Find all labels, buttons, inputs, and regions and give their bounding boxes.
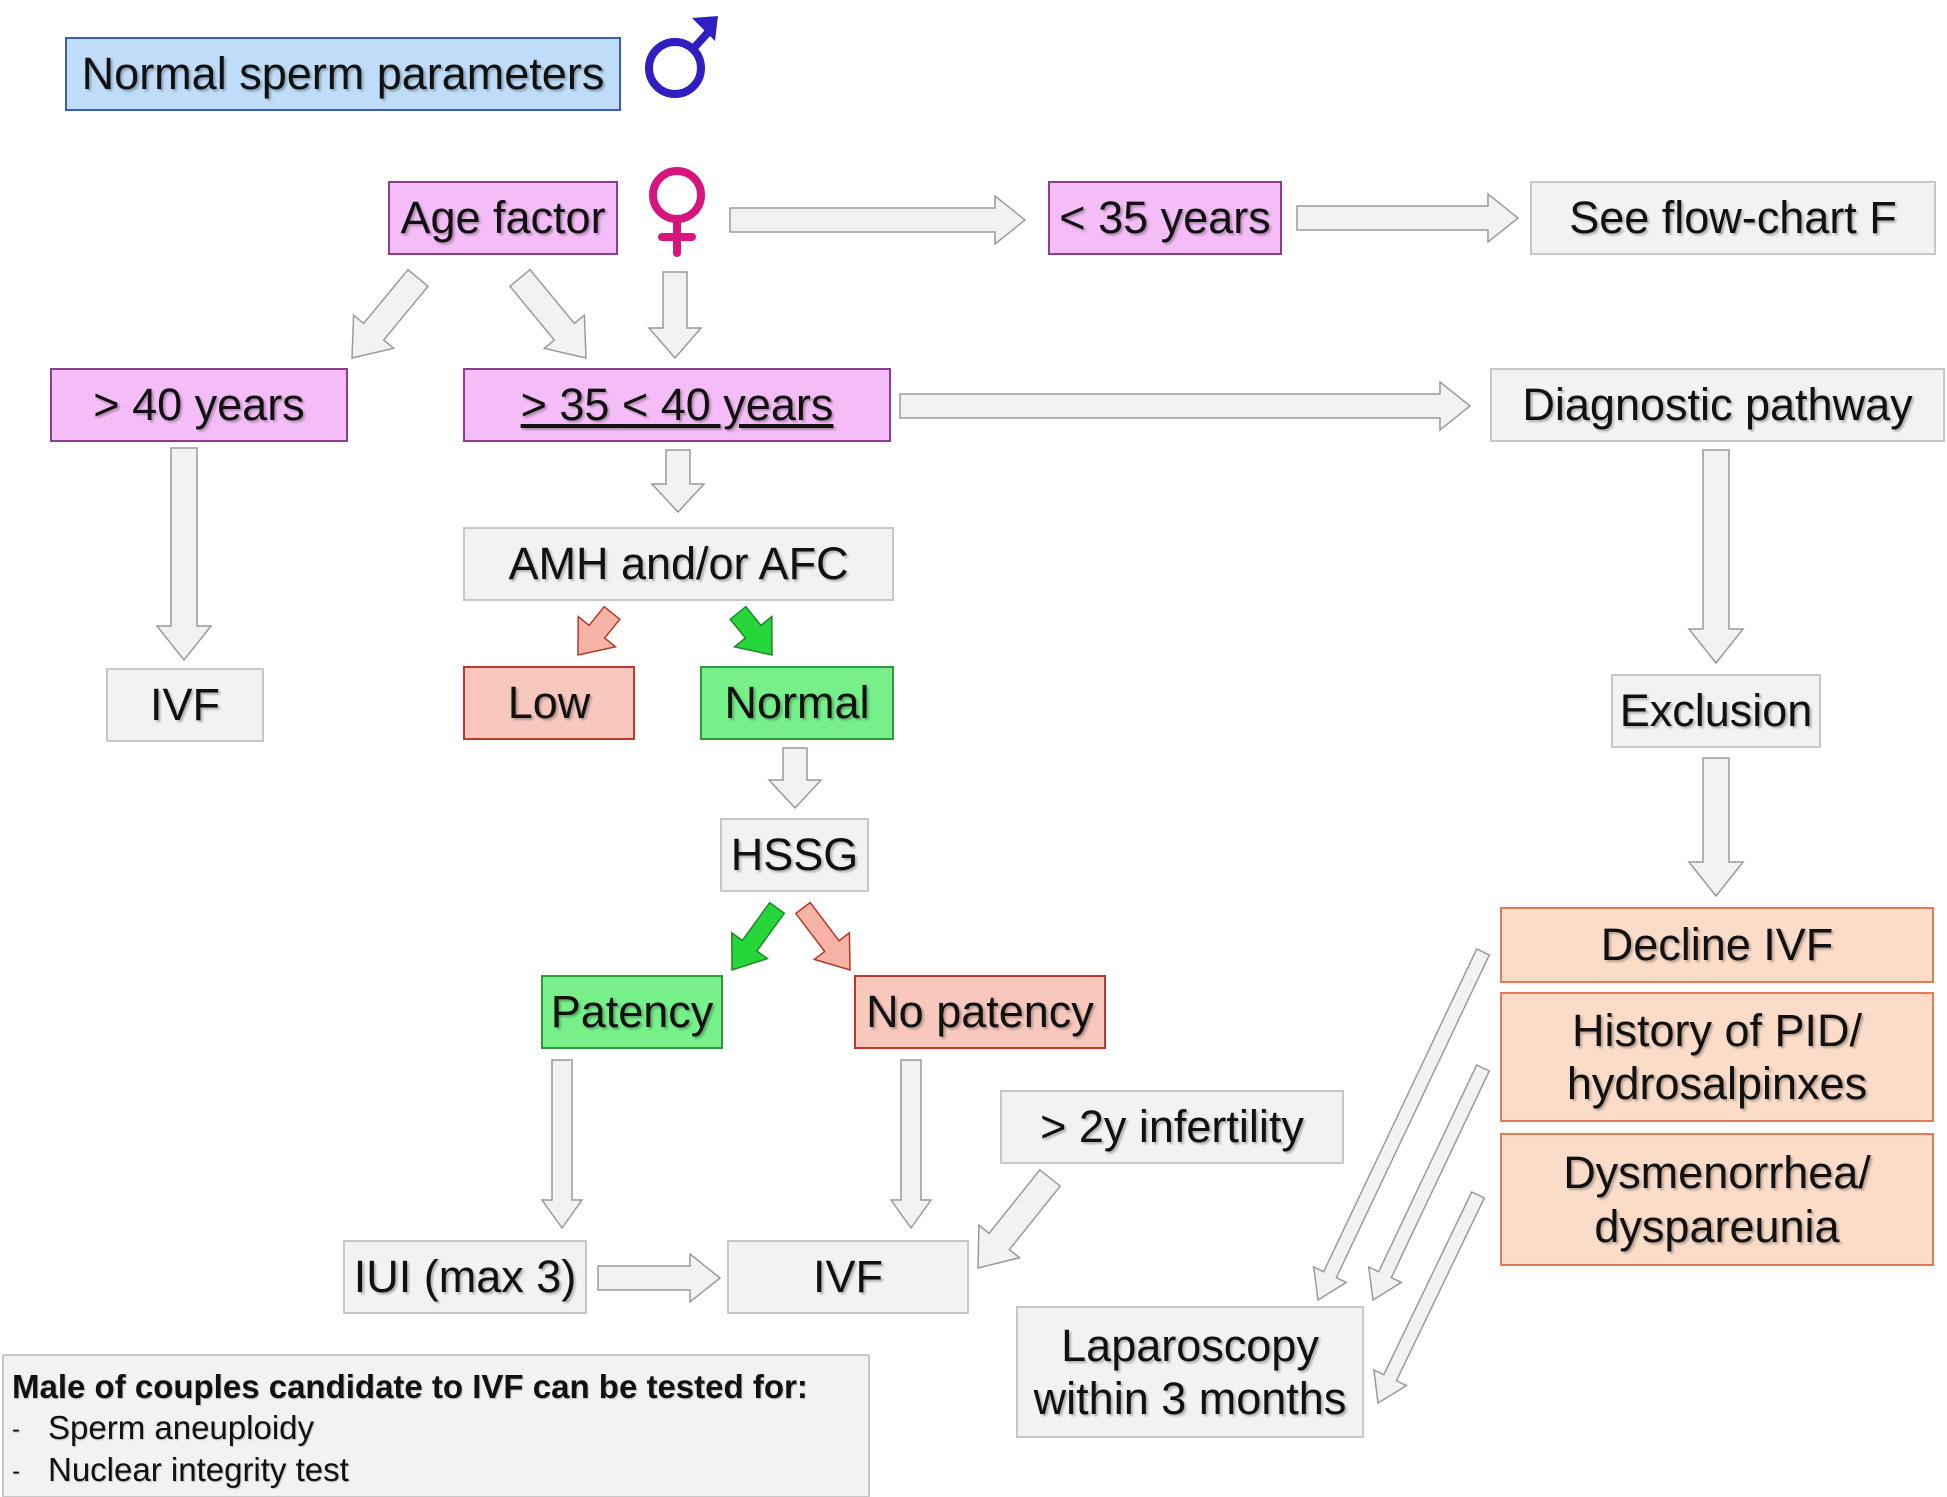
age-factor-label: Age factor xyxy=(400,192,606,244)
arrow-hssg-to-patency xyxy=(731,901,786,972)
decline-ivf-box: Decline IVF xyxy=(1500,907,1934,983)
iui-label: IUI (max 3) xyxy=(353,1251,577,1303)
dysmenorrhea-box: Dysmenorrhea/ dyspareunia xyxy=(1500,1133,1934,1266)
iui-box: IUI (max 3) xyxy=(343,1240,587,1314)
normal-box: Normal xyxy=(700,666,894,740)
under-35-box: < 35 years xyxy=(1048,181,1282,255)
under-35-label: < 35 years xyxy=(1059,192,1271,244)
age-factor-box: Age factor xyxy=(388,181,618,255)
arrow-35-40-to-diagnostic xyxy=(899,380,1472,432)
arrow-decline-to-laparoscopy xyxy=(1312,947,1491,1302)
over-40-box: > 40 years xyxy=(50,368,348,442)
pid-box: History of PID/ hydrosalpinxes xyxy=(1500,992,1934,1122)
low-box: Low xyxy=(463,666,635,740)
no-patency-box: No patency xyxy=(854,975,1106,1049)
exclusion-box: Exclusion xyxy=(1611,674,1821,748)
ivf-bottom-label: IVF xyxy=(812,1251,883,1303)
see-flowchart-box: See flow-chart F xyxy=(1530,181,1936,255)
low-label: Low xyxy=(507,677,591,729)
arrow-exclusion-to-decline xyxy=(1687,757,1745,898)
laparoscopy-label-line2: within 3 months xyxy=(1033,1373,1347,1424)
note-item: -Sperm aneuploidy xyxy=(12,1407,860,1449)
normal-sperm-label: Normal sperm parameters xyxy=(81,48,605,100)
arrow-female-to-under35 xyxy=(729,194,1027,246)
arrow-under35-to-see-flowchart xyxy=(1296,192,1520,244)
pid-label-line1: History of PID/ xyxy=(1571,1004,1863,1056)
note-bullet: - xyxy=(12,1458,20,1486)
arrow-35-40-to-amh xyxy=(650,449,706,514)
note-title: Male of couples candidate to IVF can be … xyxy=(12,1368,808,1405)
female-symbol-icon xyxy=(649,167,705,257)
hssg-label: HSSG xyxy=(730,829,859,881)
note-item-text: Nuclear integrity test xyxy=(48,1451,349,1489)
infertility-box: > 2y infertility xyxy=(1000,1090,1344,1164)
ivf-left-box: IVF xyxy=(106,668,264,742)
pid-label-line2: hydrosalpinxes xyxy=(1566,1058,1868,1109)
age-35-40-part1: > 35 xyxy=(520,379,622,431)
age-35-40-part2: < 40 years xyxy=(621,379,834,431)
amh-afc-box: AMH and/or AFC xyxy=(463,527,894,601)
decline-ivf-label: Decline IVF xyxy=(1600,919,1834,971)
arrow-diagnostic-to-exclusion xyxy=(1687,449,1745,665)
arrow-age-to-35-40-left xyxy=(508,268,587,359)
dysmenorrhea-label-line2: dyspareunia xyxy=(1594,1200,1840,1252)
dysmenorrhea-label-line1: Dysmenorrhea/ xyxy=(1563,1147,1871,1199)
male-symbol-icon xyxy=(645,16,718,98)
hssg-box: HSSG xyxy=(720,818,869,892)
arrow-amh-to-normal xyxy=(729,605,773,656)
arrow-iui-to-ivf xyxy=(597,1252,722,1304)
infertility-label: > 2y infertility xyxy=(1040,1101,1304,1153)
ivf-left-label: IVF xyxy=(149,679,220,731)
normal-label: Normal xyxy=(724,677,870,729)
arrow-hssg-to-no-patency xyxy=(794,901,851,972)
arrow-over40-to-ivf xyxy=(155,447,213,662)
note-bullet: - xyxy=(12,1416,20,1444)
arrow-dysmenorrhea-to-laparoscopy xyxy=(1372,1191,1486,1405)
amh-afc-label: AMH and/or AFC xyxy=(508,538,849,590)
diagnostic-pathway-label: Diagnostic pathway xyxy=(1522,379,1913,431)
laparoscopy-label-line1: Laparoscopy xyxy=(1061,1319,1319,1371)
arrow-infertility-to-ivf xyxy=(977,1168,1062,1269)
see-flowchart-label: See flow-chart F xyxy=(1569,192,1897,244)
normal-sperm-box: Normal sperm parameters xyxy=(65,37,621,111)
arrow-female-to-35-40 xyxy=(647,271,703,360)
patency-box: Patency xyxy=(541,975,723,1049)
patency-label: Patency xyxy=(550,986,714,1038)
age-35-40-label: > 35 < 40 years xyxy=(521,378,834,431)
ivf-bottom-box: IVF xyxy=(727,1240,969,1314)
note-item: -Nuclear integrity test xyxy=(12,1449,860,1491)
exclusion-label: Exclusion xyxy=(1619,685,1813,737)
diagnostic-pathway-box: Diagnostic pathway xyxy=(1490,368,1945,442)
arrow-no-patency-to-ivf xyxy=(889,1059,933,1230)
arrow-age-to-over40 xyxy=(351,268,430,359)
over-40-label: > 40 years xyxy=(93,379,305,431)
arrow-patency-to-iui xyxy=(540,1059,584,1230)
arrow-pid-to-laparoscopy xyxy=(1367,1063,1491,1302)
arrow-normal-to-hssg xyxy=(767,747,823,810)
male-testing-note: Male of couples candidate to IVF can be … xyxy=(2,1354,870,1497)
age-35-40-box: > 35 < 40 years xyxy=(463,368,891,442)
note-item-text: Sperm aneuploidy xyxy=(48,1409,314,1447)
laparoscopy-box: Laparoscopy within 3 months xyxy=(1016,1306,1364,1438)
no-patency-label: No patency xyxy=(866,986,1094,1038)
arrow-amh-to-low xyxy=(577,605,621,656)
